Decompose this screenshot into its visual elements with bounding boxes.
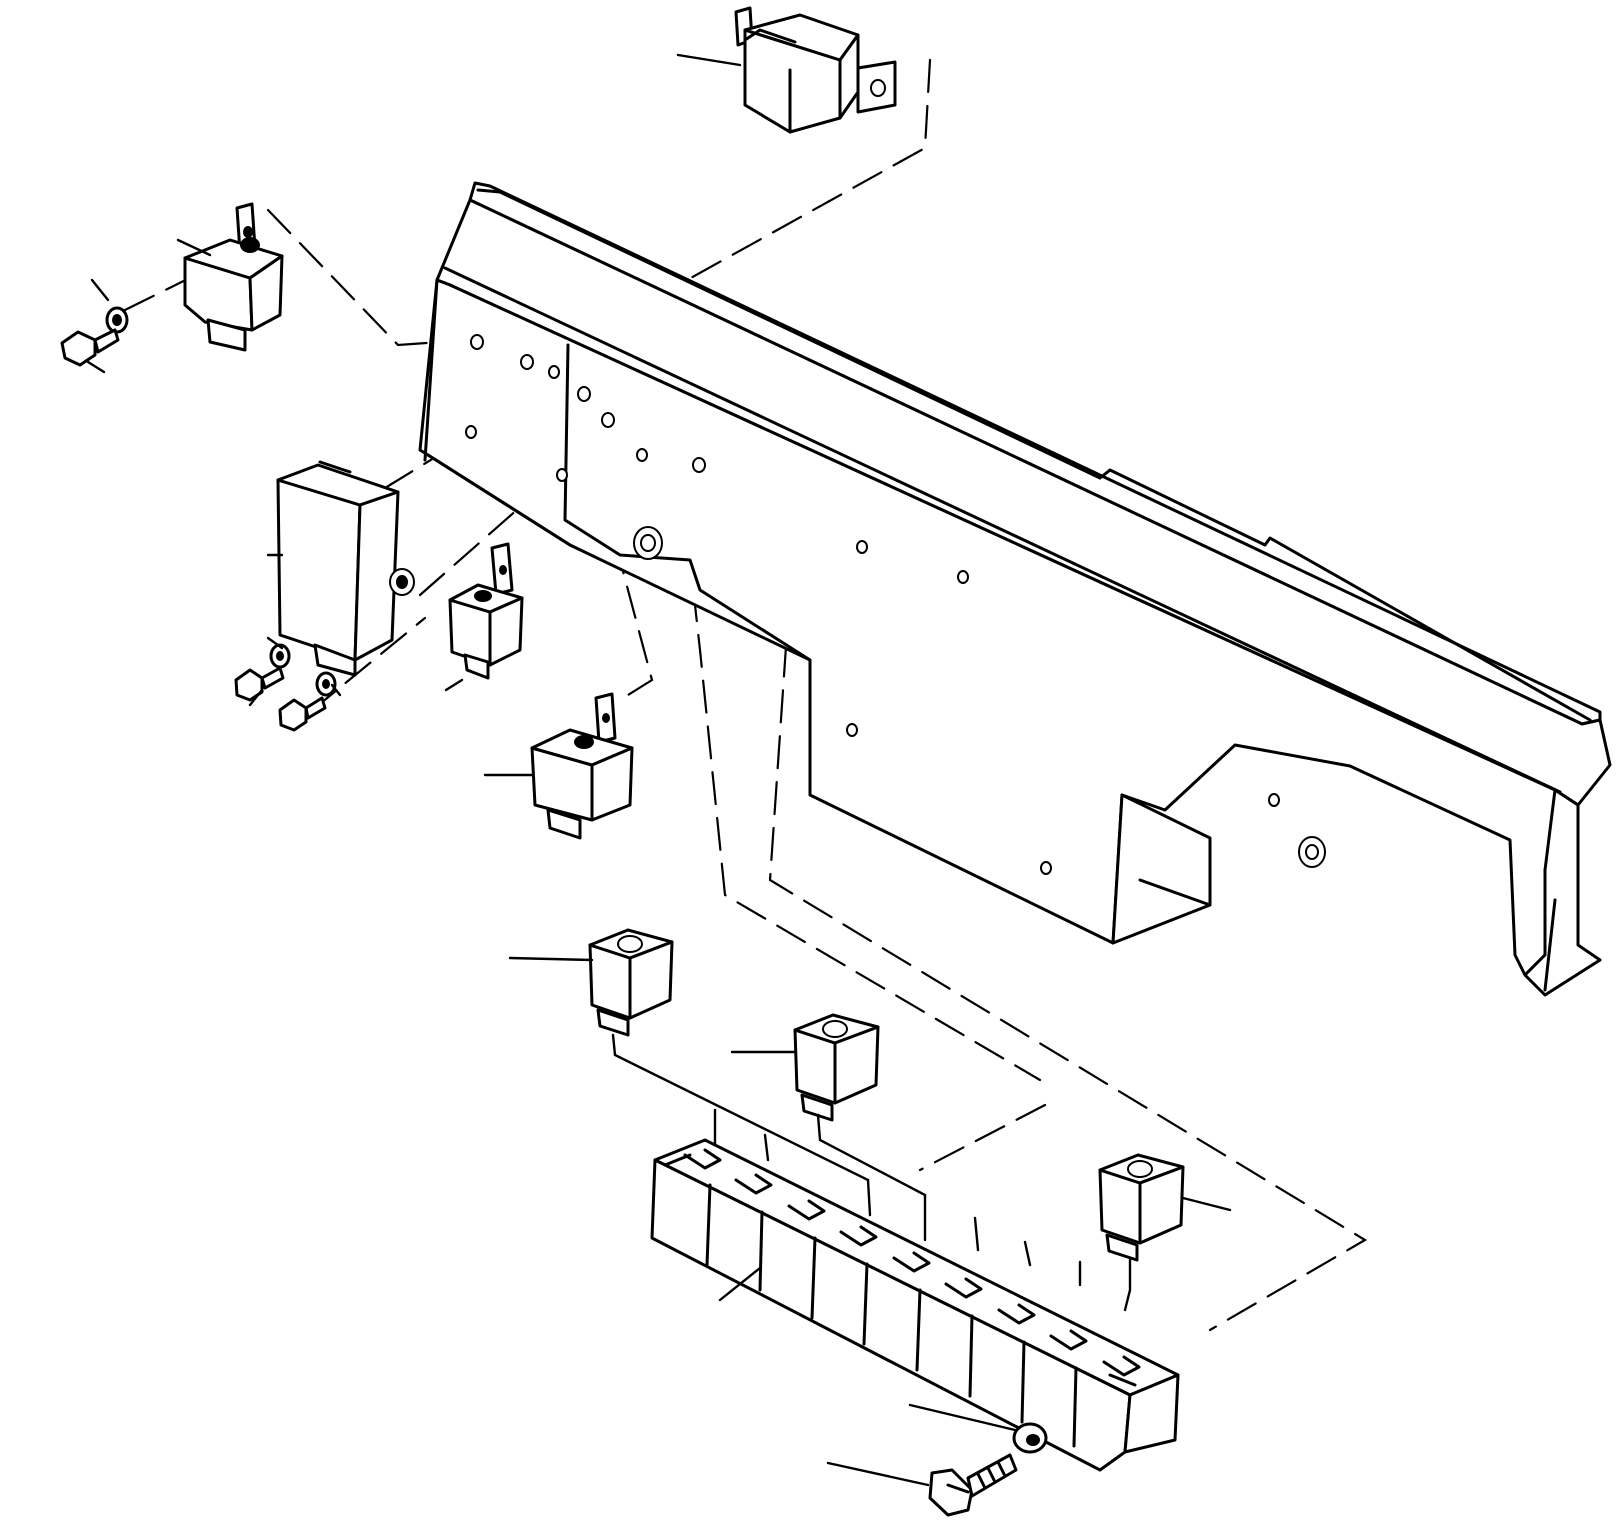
bolt-module-right [278,671,337,732]
bolt-lower [928,1453,1018,1517]
relay-middle [448,542,524,680]
callout-leaders [86,53,1232,1487]
cube-relay-3 [1098,1153,1185,1262]
cube-guide-lines [611,1033,1132,1312]
relay-upper-left [183,202,284,352]
cube-relay-2 [793,1013,880,1122]
bolt-module-left [234,643,291,702]
bolt-upper-left [60,306,129,367]
washer-lower [1012,1422,1048,1454]
relay-lower [530,692,634,840]
cube-relay-1 [588,928,674,1037]
fuse-block [650,1138,1180,1472]
control-module [276,460,415,677]
mounting-panel [418,181,1612,997]
relay-top [734,6,897,134]
